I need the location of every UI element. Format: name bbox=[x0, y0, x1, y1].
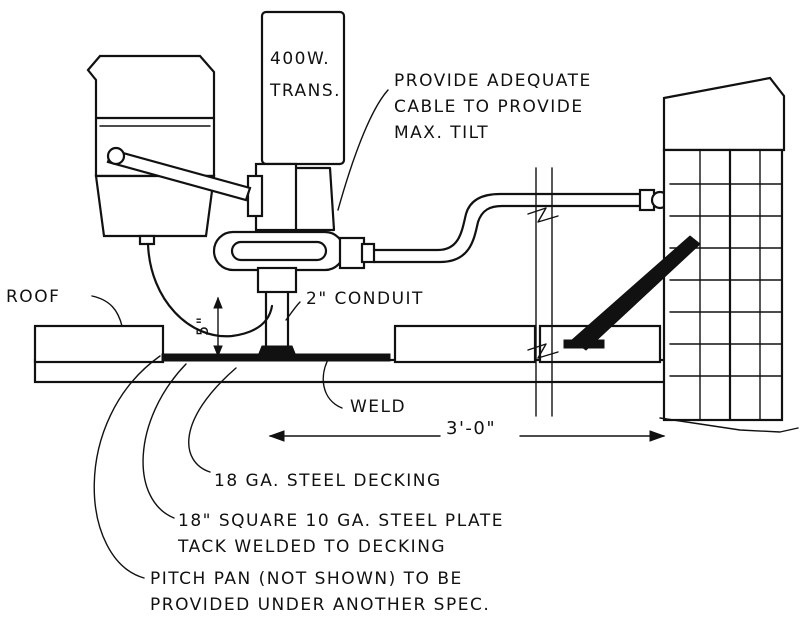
plate-label-line1: 18" SQUARE 10 GA. STEEL PLATE bbox=[178, 511, 504, 531]
height-dimension bbox=[213, 296, 223, 358]
plate-label-line2: TACK WELDED TO DECKING bbox=[177, 537, 446, 557]
cable-note-line1: PROVIDE ADEQUATE bbox=[394, 71, 592, 91]
roof-label: ROOF bbox=[6, 287, 60, 307]
span-dimension-label: 3'-0" bbox=[446, 418, 496, 439]
break-line bbox=[527, 167, 559, 417]
luminaire-head bbox=[86, 54, 252, 246]
transformer-label-line1: 400W. bbox=[270, 49, 330, 69]
leader-lines bbox=[91, 89, 389, 579]
parapet-wall bbox=[563, 76, 786, 422]
pitch-pan-label-line2: PROVIDED UNDER ANOTHER SPEC. bbox=[150, 595, 490, 615]
decking-label: 18 GA. STEEL DECKING bbox=[214, 471, 442, 491]
transformer bbox=[246, 10, 346, 232]
weld-label: WELD bbox=[350, 397, 406, 417]
transformer-label-line2: TRANS. bbox=[269, 81, 341, 101]
height-dimension-label: 5" bbox=[193, 315, 212, 336]
junction-fitting bbox=[212, 230, 376, 294]
horizontal-conduit bbox=[372, 188, 670, 264]
pitch-pan-label-line1: PITCH PAN (NOT SHOWN) TO BE bbox=[150, 569, 463, 589]
conduit-label: 2" CONDUIT bbox=[306, 289, 424, 309]
cable-note-line3: MAX. TILT bbox=[394, 123, 489, 143]
cable-note-line2: CABLE TO PROVIDE bbox=[394, 97, 584, 117]
span-dimension bbox=[268, 430, 666, 442]
ground-line bbox=[659, 417, 799, 433]
